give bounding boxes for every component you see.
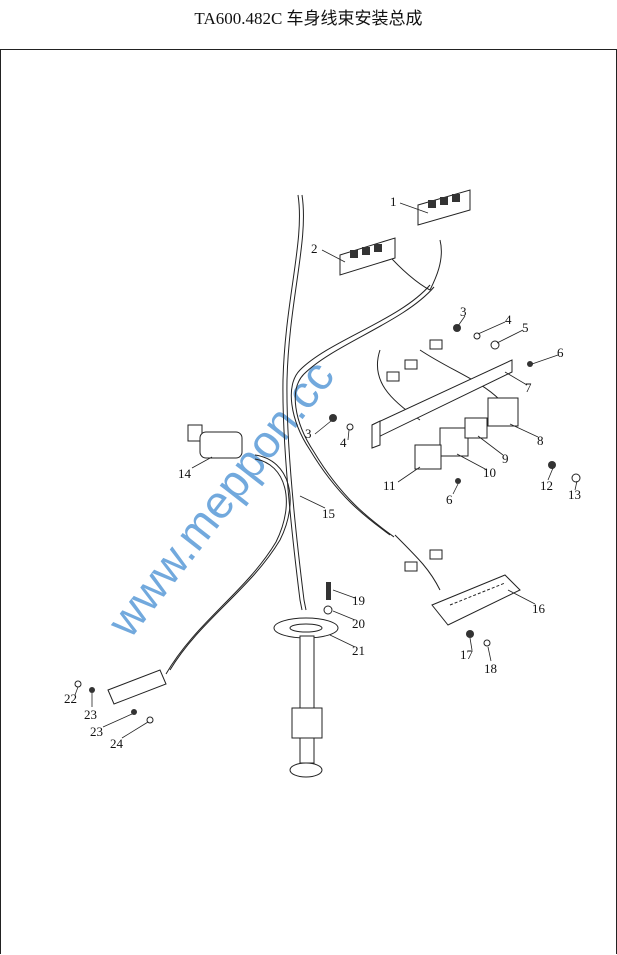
- callout-7: 7: [525, 380, 532, 395]
- callout-10: 10: [483, 465, 496, 480]
- switch-panel-1: [417, 189, 471, 226]
- callout-23: 23: [84, 707, 97, 722]
- callout-1: 1: [390, 194, 397, 209]
- relay-10: [439, 427, 469, 457]
- callout-4: 4: [505, 312, 512, 327]
- connectors: [386, 339, 443, 572]
- callout-3b: 3: [305, 426, 312, 441]
- callout-21: 21: [352, 643, 365, 658]
- callout-11: 11: [383, 478, 396, 493]
- callout-18: 18: [484, 661, 497, 676]
- callout-9: 9: [502, 451, 509, 466]
- callout-3: 3: [460, 304, 467, 319]
- callout-19: 19: [352, 593, 365, 608]
- callout-4b: 4: [340, 435, 347, 450]
- callout-2: 2: [311, 241, 318, 256]
- sensor-bracket: [107, 669, 167, 705]
- callout-16: 16: [532, 601, 546, 616]
- watermark: www.meppon.cc: [96, 350, 344, 647]
- relay-11: [414, 444, 442, 470]
- callout-13: 13: [568, 487, 581, 502]
- callout-20: 20: [352, 616, 365, 631]
- callout-12: 12: [540, 478, 553, 493]
- harness-wires: [165, 194, 501, 675]
- leader-lines: [74, 202, 578, 739]
- fasteners: [74, 324, 581, 724]
- callout-22: 22: [64, 691, 77, 706]
- callout-5: 5: [522, 320, 529, 335]
- fuse-box: [431, 574, 521, 626]
- relay-8: [487, 397, 519, 427]
- callout-6b: 6: [446, 492, 453, 507]
- switch-panel-2: [339, 237, 396, 276]
- mounting-bracket: [371, 359, 513, 449]
- callout-24: 24: [110, 736, 124, 751]
- callout-8: 8: [537, 433, 544, 448]
- diagram-title: TA600.482C 车身线束安装总成: [194, 9, 423, 28]
- callout-23b: 23: [90, 724, 103, 739]
- callout-14: 14: [178, 466, 192, 481]
- ignition-switch: [187, 424, 243, 459]
- callout-6: 6: [557, 345, 564, 360]
- fuel-level-sensor: [273, 617, 339, 778]
- callout-17: 17: [460, 647, 474, 662]
- callout-15: 15: [322, 506, 335, 521]
- relay-9: [464, 417, 488, 439]
